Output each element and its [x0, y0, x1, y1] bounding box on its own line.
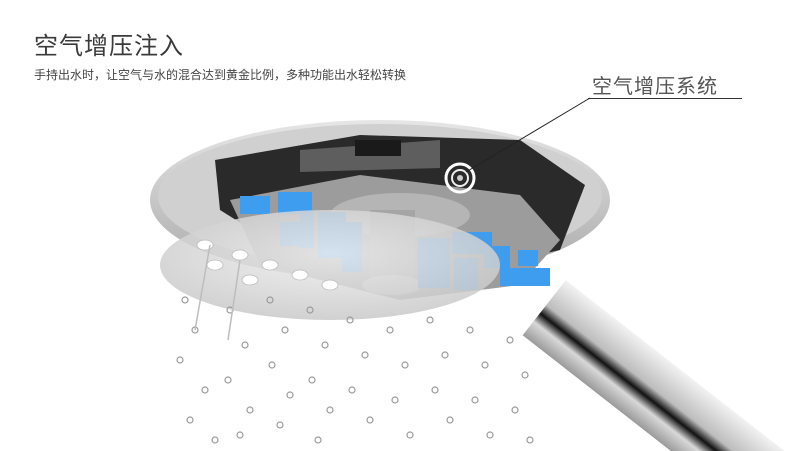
callout-underline	[588, 98, 742, 99]
page-subtitle: 手持出水时，让空气与水的混合达到黄金比例，多种功能出水轻松转换	[34, 68, 407, 82]
page-title: 空气增压注入	[34, 32, 184, 60]
handle	[522, 280, 790, 451]
water-droplets	[176, 296, 534, 444]
callout-label: 空气增压系统	[592, 74, 718, 98]
